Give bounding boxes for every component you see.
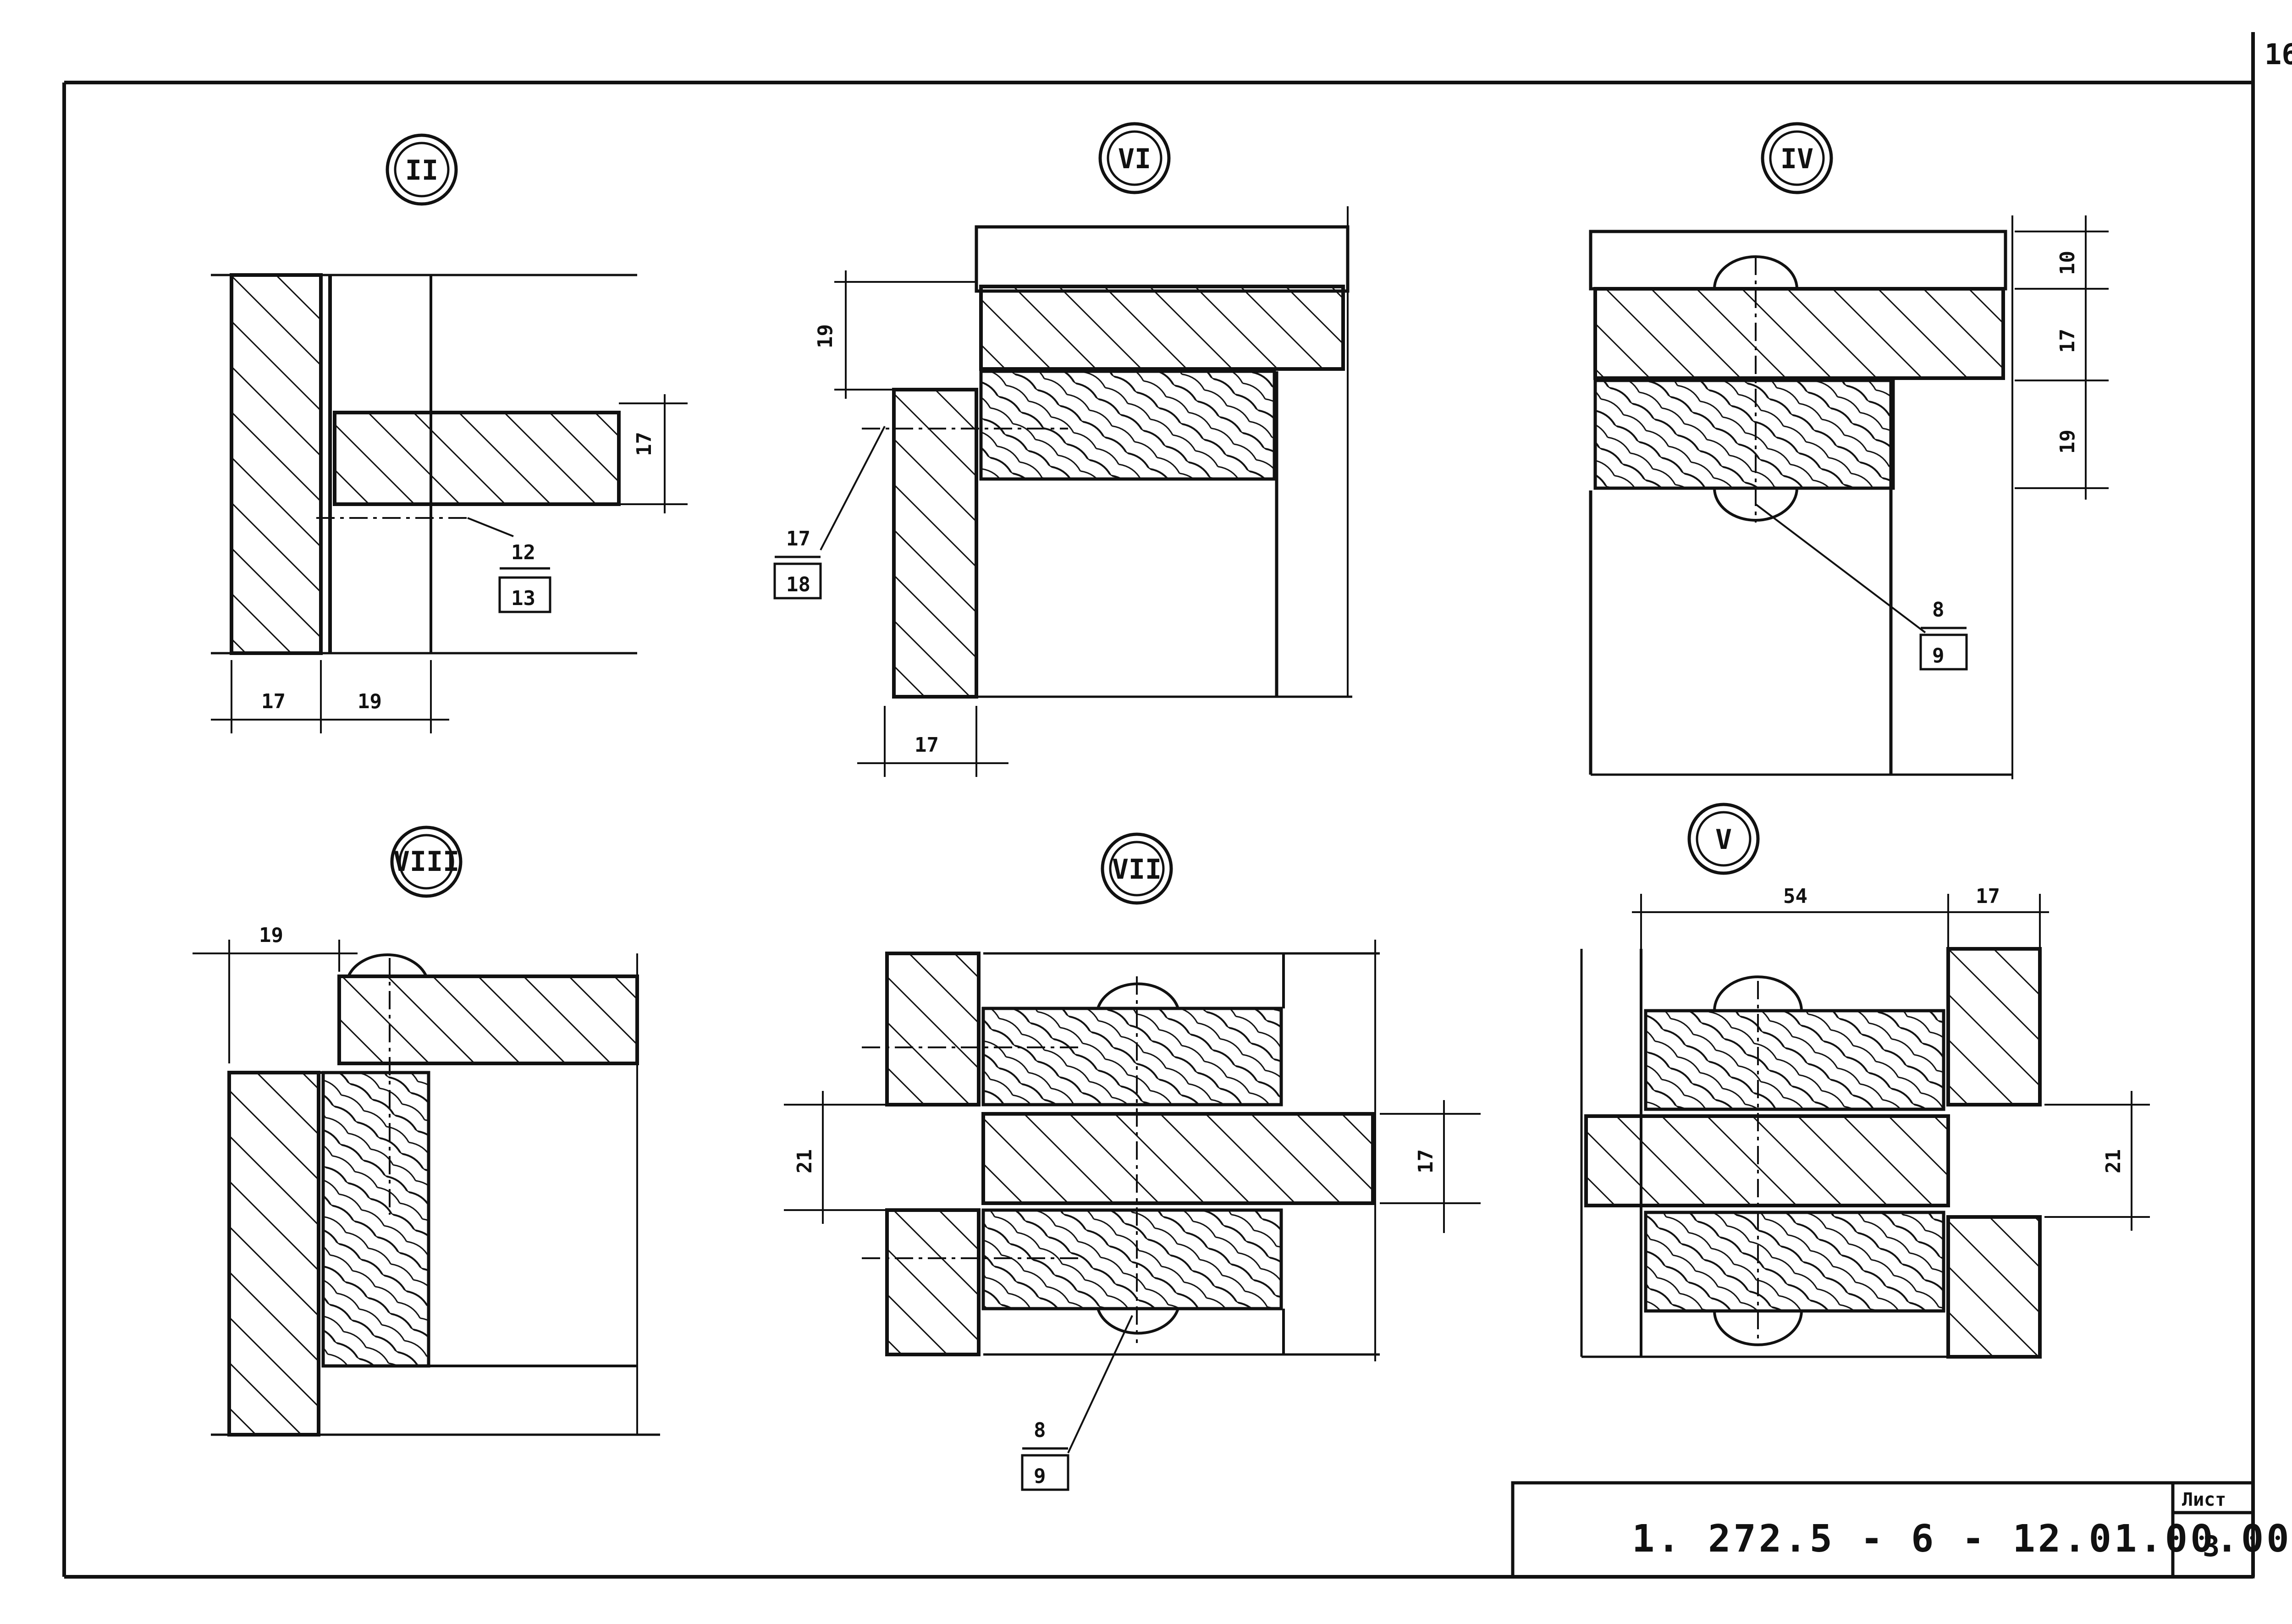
callout-VI-top: 17 (786, 527, 810, 551)
callout-II-bottom: 13 (511, 587, 535, 610)
detail-marker-V (1687, 803, 1760, 875)
callout-VII-bottom: 9 (1034, 1464, 1046, 1488)
sheet-frame (62, 32, 2255, 1579)
dim-V-3: 21 (2102, 1149, 2125, 1173)
detail-label-VII: VII (1112, 853, 1162, 886)
dim-VII-1: 21 (793, 1149, 816, 1173)
detail-IV: IV 10 17 19 8 9 (1589, 122, 2109, 779)
dim-II-3: 17 (633, 432, 656, 456)
detail-marker-VIII (390, 826, 463, 898)
dim-IV-2: 17 (2056, 329, 2079, 353)
dim-II-2: 19 (358, 690, 382, 713)
detail-V: V 54 17 21 (1580, 803, 2150, 1359)
callout-IV-top: 8 (1932, 598, 1945, 622)
detail-VII: VII 21 17 8 9 (784, 832, 1481, 1491)
dim-VI-2: 17 (915, 733, 939, 757)
dim-IV-1: 10 (2056, 251, 2079, 275)
detail-label-VI: VI (1118, 143, 1151, 175)
detail-label-V: V (1715, 824, 1732, 856)
title-block (1511, 1481, 2255, 1579)
detail-label-VIII: VIII (393, 846, 460, 878)
sheet-label: Лист (2182, 1489, 2226, 1510)
dim-II-1: 17 (261, 690, 286, 713)
dim-VI-1: 19 (814, 324, 837, 348)
callout-VII-top: 8 (1034, 1419, 1046, 1442)
detail-marker-VII (1101, 832, 1173, 905)
dim-VIII-1: 19 (259, 924, 283, 947)
dim-IV-3: 19 (2056, 429, 2079, 454)
sheet-number: 3 (2203, 1530, 2220, 1563)
dim-VII-2: 17 (1414, 1149, 1438, 1173)
dim-V-2: 17 (1976, 885, 2000, 908)
detail-marker-IV (1761, 122, 1833, 194)
detail-VIII: VIII 19 (193, 826, 660, 1437)
detail-II: II 17 17 19 12 13 (211, 133, 688, 733)
detail-label-IV: IV (1780, 143, 1813, 175)
callout-VI-bottom: 18 (786, 573, 810, 596)
callout-II-top: 12 (511, 541, 535, 564)
title-block-code: 1. 272.5 - 6 - 12.01.00.00 СБ (1632, 1517, 2292, 1561)
page-number: 167 (2264, 38, 2292, 71)
detail-label-II: II (405, 154, 438, 187)
detail-marker-II (386, 133, 458, 206)
callout-IV-bottom: 9 (1932, 644, 1945, 667)
detail-marker-VI (1098, 122, 1171, 194)
dim-V-1: 54 (1783, 885, 1807, 908)
detail-VI: VI 19 17 17 18 (773, 122, 1352, 777)
